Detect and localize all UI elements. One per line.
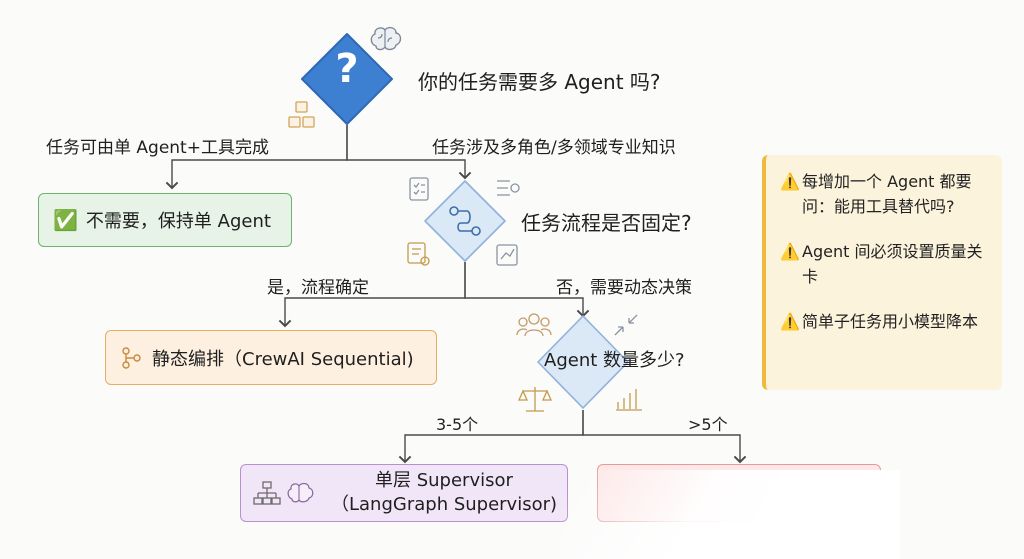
static-orchestration-label: 静态编排（CrewAI Sequential) [152, 348, 414, 370]
workflow-icon [449, 206, 481, 236]
hierarchy-icon [253, 481, 281, 505]
supervisor-box: 单层 Supervisor （LangGraph Supervisor) [240, 464, 568, 522]
team-icon [516, 313, 552, 337]
brain-icon [370, 26, 402, 51]
bar-chart-icon [616, 389, 642, 411]
warning-icon: ⚠️ [780, 242, 800, 261]
q3-question: Agent 数量多少? [544, 350, 685, 371]
q3-left-connector [398, 410, 584, 464]
arrows-in-icon [614, 314, 638, 336]
q2-right-connector [464, 262, 590, 318]
q1-question: 你的任务需要多 Agent 吗? [418, 70, 661, 94]
q2-question: 任务流程是否固定? [521, 211, 692, 235]
q1-left-label: 任务可由单 Agent+工具完成 [46, 138, 269, 158]
q2-left-label: 是，流程确定 [267, 278, 369, 298]
list-settings-icon [497, 180, 520, 196]
chart-check-icon [496, 244, 518, 266]
cubes-icon [288, 101, 315, 128]
warning-icon: ⚠️ [780, 172, 800, 191]
fade-overlay [560, 470, 900, 559]
supervisor-title: 单层 Supervisor [375, 470, 513, 491]
q1-right-connector [346, 125, 472, 180]
single-agent-box: ✅ 不需要，保持单 Agent [38, 193, 292, 247]
balance-scale-icon [518, 387, 552, 412]
tip-text: 每增加一个 Agent 都要问：能用工具替代吗? [802, 172, 972, 216]
q3-left-label: 3-5个 [436, 415, 479, 434]
warning-icon: ⚠️ [780, 312, 800, 331]
checklist-icon [409, 177, 429, 201]
tip-text: 简单子任务用小模型降本 [802, 312, 979, 331]
brain-icon [287, 482, 314, 503]
static-orchestration-box: 静态编排（CrewAI Sequential) [105, 330, 437, 385]
q3-right-connector [582, 410, 747, 464]
question-mark-icon: ? [335, 46, 359, 92]
tips-panel: ⚠️ 每增加一个 Agent 都要问：能用工具替代吗? ⚠️ Agent 间必须… [762, 155, 1002, 390]
q2-diamond [423, 179, 507, 263]
single-agent-label: 不需要，保持单 Agent [85, 211, 271, 232]
flow-steps-icon [122, 346, 141, 369]
q3-right-label: >5个 [688, 415, 728, 434]
q1-diamond: ? [300, 32, 394, 126]
tip-text: Agent 间必须设置质量关卡 [802, 242, 983, 286]
tip-item: ⚠️ 每增加一个 Agent 都要问：能用工具替代吗? [780, 169, 990, 219]
q2-right-label: 否，需要动态决策 [556, 278, 692, 298]
edit-document-icon [407, 242, 430, 266]
tip-item: ⚠️ 简单子任务用小模型降本 [780, 309, 990, 334]
q3-diamond [536, 314, 630, 410]
tip-item: ⚠️ Agent 间必须设置质量关卡 [780, 239, 990, 289]
q1-right-label: 任务涉及多角色/多领域专业知识 [432, 138, 676, 158]
check-icon: ✅ [53, 208, 78, 232]
supervisor-subtitle: （LangGraph Supervisor) [331, 494, 558, 515]
